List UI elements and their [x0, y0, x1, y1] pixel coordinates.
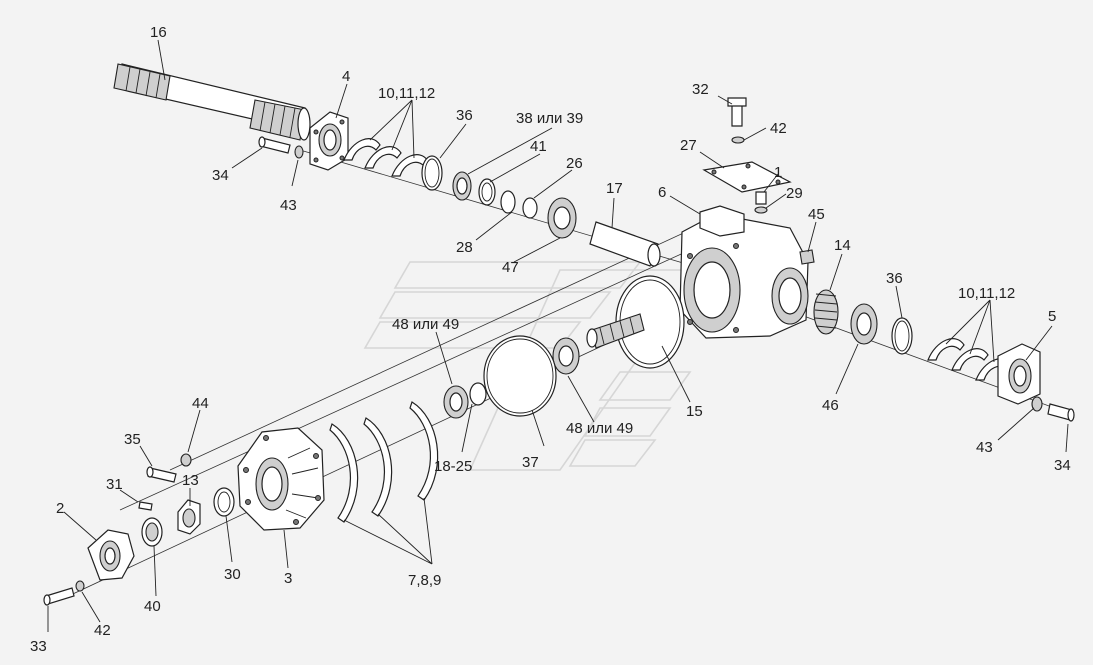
label-29: 29 — [786, 185, 803, 202]
label-4: 4 — [342, 68, 350, 85]
label-36-left: 36 — [456, 107, 473, 124]
label-41: 41 — [530, 138, 547, 155]
label-28: 28 — [456, 239, 473, 256]
part-36-oring-right — [891, 317, 913, 355]
part-2-flange-bottom — [87, 529, 135, 581]
part-48-49-bearing-gear-side — [552, 337, 580, 375]
part-46-bearing-right — [850, 303, 878, 345]
label-16: 16 — [150, 24, 167, 41]
part-7-9-arc-shims — [329, 401, 439, 523]
label-3: 3 — [284, 570, 292, 587]
label-42-top: 42 — [770, 120, 787, 137]
label-47: 47 — [502, 259, 519, 276]
label-31: 31 — [106, 476, 123, 493]
leader-lines — [47, 39, 1069, 632]
part-35-bolt — [146, 466, 177, 483]
label-18-25: 18-25 — [434, 458, 472, 475]
label-48-49-right: 48 или 49 — [566, 420, 633, 437]
part-3-cover — [237, 427, 325, 531]
part-48-49-bearing-left — [443, 385, 469, 419]
part-6-housing — [679, 205, 809, 339]
part-44-washer — [180, 453, 192, 467]
part-4-flange — [309, 111, 349, 171]
part-14-pinion — [813, 289, 839, 335]
part-34-bolt-left — [258, 136, 291, 154]
part-30-ring — [213, 487, 235, 517]
label-30: 30 — [224, 566, 241, 583]
label-10-11-12-left: 10,11,12 — [378, 85, 435, 102]
part-36-oring-left — [421, 155, 443, 191]
part-18-25-shims — [469, 382, 487, 406]
label-37: 37 — [522, 454, 539, 471]
label-2: 2 — [56, 500, 64, 517]
part-27-cover-plate — [702, 161, 792, 193]
part-37-large-oring — [483, 335, 557, 417]
label-35: 35 — [124, 431, 141, 448]
part-1-breather — [755, 191, 767, 205]
label-42-bottom: 42 — [94, 622, 111, 639]
label-26: 26 — [566, 155, 583, 172]
label-44: 44 — [192, 395, 209, 412]
part-34-bolt-right — [1047, 403, 1075, 422]
part-45-plug — [799, 249, 815, 265]
label-27: 27 — [680, 137, 697, 154]
part-43-washer-right — [1031, 396, 1043, 412]
part-38-39-bearing — [452, 171, 472, 201]
part-26-spacer — [522, 197, 538, 219]
label-5: 5 — [1048, 308, 1056, 325]
part-15-gear-shaft — [586, 275, 685, 369]
part-16-shaft — [113, 63, 311, 141]
label-34-left: 34 — [212, 167, 229, 184]
label-32: 32 — [692, 81, 709, 98]
label-45: 45 — [808, 206, 825, 223]
label-33: 33 — [30, 638, 47, 655]
label-38-39: 38 или 39 — [516, 110, 583, 127]
label-17: 17 — [606, 180, 623, 197]
label-13: 13 — [182, 472, 199, 489]
label-15: 15 — [686, 403, 703, 420]
label-36-right: 36 — [886, 270, 903, 287]
part-32-bolt-top — [727, 97, 747, 127]
label-1: 1 — [774, 164, 782, 181]
part-33-bolt-bottom — [43, 587, 75, 606]
part-13-nut — [177, 499, 201, 535]
reference-labels: 16 4 10,11,12 36 38 или 39 41 26 34 43 2… — [30, 24, 1071, 655]
part-5-flange-right — [997, 343, 1041, 405]
label-40: 40 — [144, 598, 161, 615]
label-34-right: 34 — [1054, 457, 1071, 474]
label-14: 14 — [834, 237, 851, 254]
part-10-12-shims-left — [343, 138, 429, 177]
label-7-8-9: 7,8,9 — [408, 572, 441, 589]
part-17-sleeve — [589, 221, 661, 267]
part-40-seal — [141, 517, 163, 547]
part-47-bearing — [547, 197, 577, 239]
part-42-washer-top — [731, 136, 745, 144]
label-43-left: 43 — [280, 197, 297, 214]
part-31-pin — [138, 501, 153, 511]
part-28-circlip — [500, 190, 516, 214]
part-29-washer — [754, 206, 768, 214]
part-42-washer-bottom — [75, 580, 85, 592]
label-43-right: 43 — [976, 439, 993, 456]
label-10-11-12-right: 10,11,12 — [958, 285, 1015, 302]
part-43-washer-left — [294, 145, 304, 159]
part-41-ring — [478, 178, 496, 206]
label-6: 6 — [658, 184, 666, 201]
label-48-49-left: 48 или 49 — [392, 316, 459, 333]
label-46: 46 — [822, 397, 839, 414]
